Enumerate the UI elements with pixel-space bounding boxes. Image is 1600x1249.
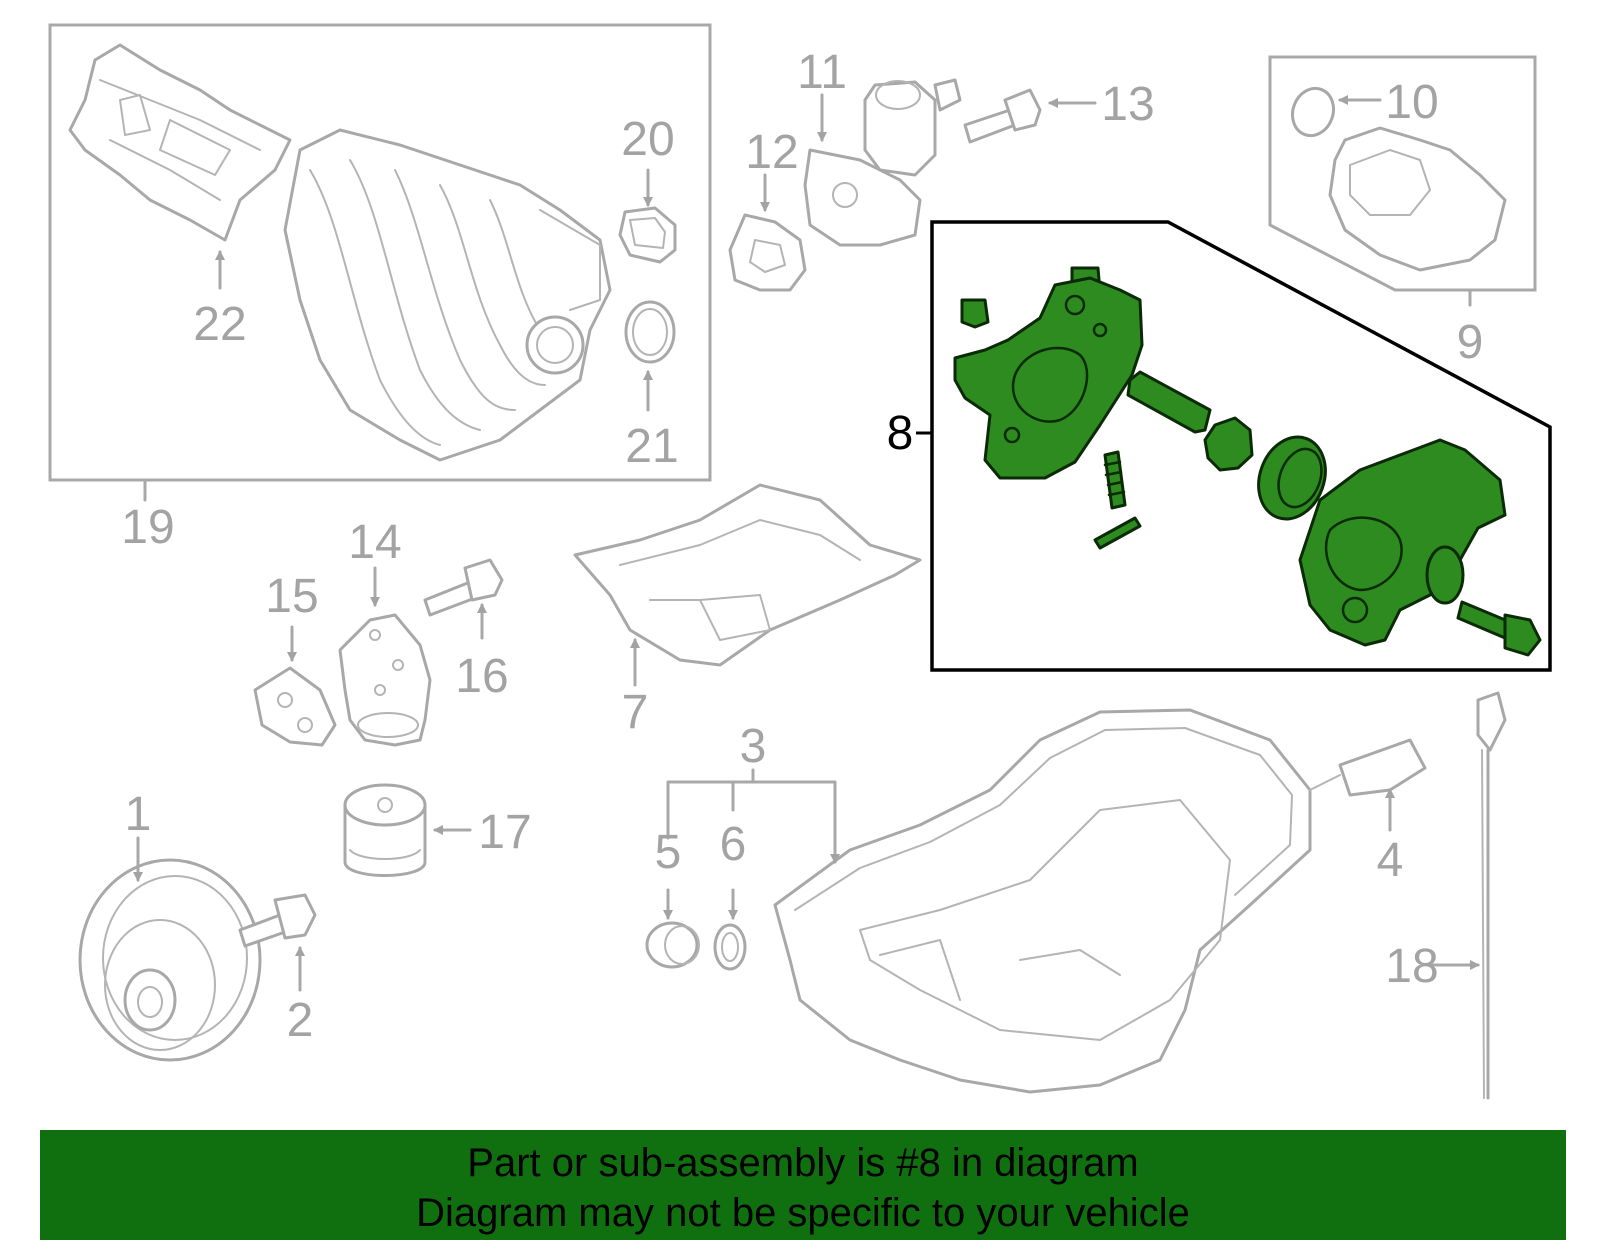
callout-17: 17 — [478, 806, 531, 859]
part-1-crankshaft-pulley[interactable] — [78, 858, 262, 1062]
callout-8[interactable]: 8 — [887, 407, 914, 460]
callout-3: 3 — [740, 720, 767, 773]
part-2-bolt[interactable] — [238, 893, 317, 948]
callout-22: 22 — [193, 298, 246, 351]
banner-line-2: Diagram may not be specific to your vehi… — [416, 1191, 1190, 1235]
part-14-oil-filter-housing[interactable] — [338, 613, 432, 747]
part-21-ring-gasket[interactable] — [624, 300, 676, 364]
part-4-dipstick-tube[interactable] — [1309, 738, 1427, 797]
part-22-manifold-cover[interactable] — [68, 43, 292, 242]
part-13-bolt[interactable] — [963, 88, 1042, 144]
banner-line-1: Part or sub-assembly is #8 in diagram — [467, 1141, 1139, 1185]
part-7-baffle-plate[interactable] — [573, 483, 922, 667]
part-16-bolt[interactable] — [423, 558, 504, 617]
part-3-oil-pan[interactable] — [773, 708, 1312, 1094]
callout-14: 14 — [348, 516, 401, 569]
callout-16: 16 — [455, 650, 508, 703]
callout-10: 10 — [1385, 76, 1438, 129]
callout-18: 18 — [1385, 940, 1438, 993]
callout-9: 9 — [1457, 316, 1484, 369]
callout-1: 1 — [125, 788, 152, 841]
callout-12: 12 — [745, 126, 798, 179]
callout-6: 6 — [720, 818, 747, 871]
callout-7: 7 — [622, 686, 649, 739]
callout-5: 5 — [655, 826, 682, 879]
group-box-8 — [916, 220, 1552, 672]
callout-13: 13 — [1101, 78, 1154, 131]
part-20-gasket[interactable] — [618, 206, 677, 264]
part-5-drain-plug[interactable] — [645, 921, 700, 969]
group-box-9 — [1268, 55, 1537, 307]
part-18-dipstick[interactable] — [1476, 691, 1507, 1100]
callout-20: 20 — [621, 113, 674, 166]
callout-numbers: 1 2 3 4 5 6 7 8 9 10 11 12 13 14 15 16 1… — [121, 46, 1483, 1047]
callout-15: 15 — [265, 570, 318, 623]
callout-19: 19 — [121, 501, 174, 554]
part-19-intake-manifold[interactable] — [283, 128, 612, 462]
callout-2: 2 — [287, 994, 314, 1047]
group-box-19 — [48, 23, 712, 502]
part-8-oil-pump-assembly[interactable] — [953, 266, 1542, 657]
part-15-gasket[interactable] — [253, 666, 337, 747]
part-6-washer[interactable] — [713, 923, 747, 971]
part-9-cover[interactable] — [1328, 126, 1507, 272]
info-banner: Part or sub-assembly is #8 in diagram Di… — [40, 1130, 1566, 1240]
callout-4: 4 — [1377, 834, 1404, 887]
callout-11: 11 — [797, 46, 847, 99]
part-11-oil-control-valve[interactable] — [803, 78, 962, 247]
callout-leaders — [133, 93, 1480, 992]
callout-21: 21 — [625, 420, 678, 473]
part-12-gasket[interactable] — [728, 213, 807, 292]
part-10-o-ring[interactable] — [1286, 83, 1340, 142]
part-17-oil-filter[interactable] — [343, 783, 427, 877]
